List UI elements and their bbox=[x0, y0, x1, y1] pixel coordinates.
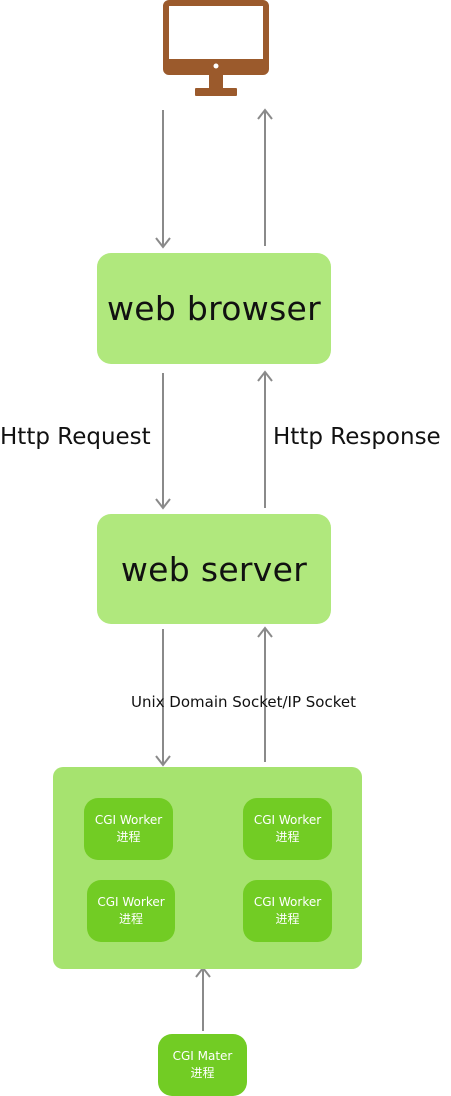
cgi-master-node: CGI Mater 进程 bbox=[158, 1034, 247, 1096]
cgi-master-sub: 进程 bbox=[190, 1066, 215, 1080]
cgi-worker-sub: 进程 bbox=[275, 830, 300, 844]
cgi-worker-node: CGI Worker 进程 bbox=[84, 798, 173, 860]
web-browser-label: web browser bbox=[106, 289, 322, 328]
desktop-monitor-icon bbox=[163, 0, 269, 96]
cgi-worker-sub: 进程 bbox=[275, 912, 300, 926]
http-request-label: Http Request bbox=[0, 424, 151, 450]
cgi-worker-node: CGI Worker 进程 bbox=[243, 880, 332, 942]
cgi-worker-sub: 进程 bbox=[118, 912, 143, 926]
cgi-master-name: CGI Mater bbox=[172, 1049, 233, 1063]
cgi-worker-name: CGI Worker bbox=[253, 895, 322, 909]
socket-label: Unix Domain Socket/IP Socket bbox=[131, 693, 356, 711]
cgi-worker-name: CGI Worker bbox=[253, 813, 322, 827]
web-server-node: web server bbox=[97, 514, 331, 624]
http-response-label: Http Response bbox=[273, 424, 441, 450]
arrow-monitor-to-browser bbox=[155, 110, 171, 249]
arrow-browser-to-server bbox=[155, 373, 171, 510]
cgi-worker-sub: 进程 bbox=[116, 830, 141, 844]
cgi-worker-name: CGI Worker bbox=[97, 895, 165, 909]
arrow-master-to-workers bbox=[195, 966, 211, 1031]
cgi-worker-name: CGI Worker bbox=[94, 813, 163, 827]
arrow-browser-to-monitor bbox=[257, 108, 273, 246]
arrow-server-to-workers bbox=[155, 629, 171, 767]
web-browser-node: web browser bbox=[97, 253, 331, 364]
web-server-label: web server bbox=[120, 549, 308, 589]
arrow-server-to-browser bbox=[257, 370, 273, 508]
cgi-worker-node: CGI Worker 进程 bbox=[243, 798, 332, 860]
cgi-worker-node: CGI Worker 进程 bbox=[87, 880, 175, 942]
arrow-workers-to-server bbox=[257, 626, 273, 762]
